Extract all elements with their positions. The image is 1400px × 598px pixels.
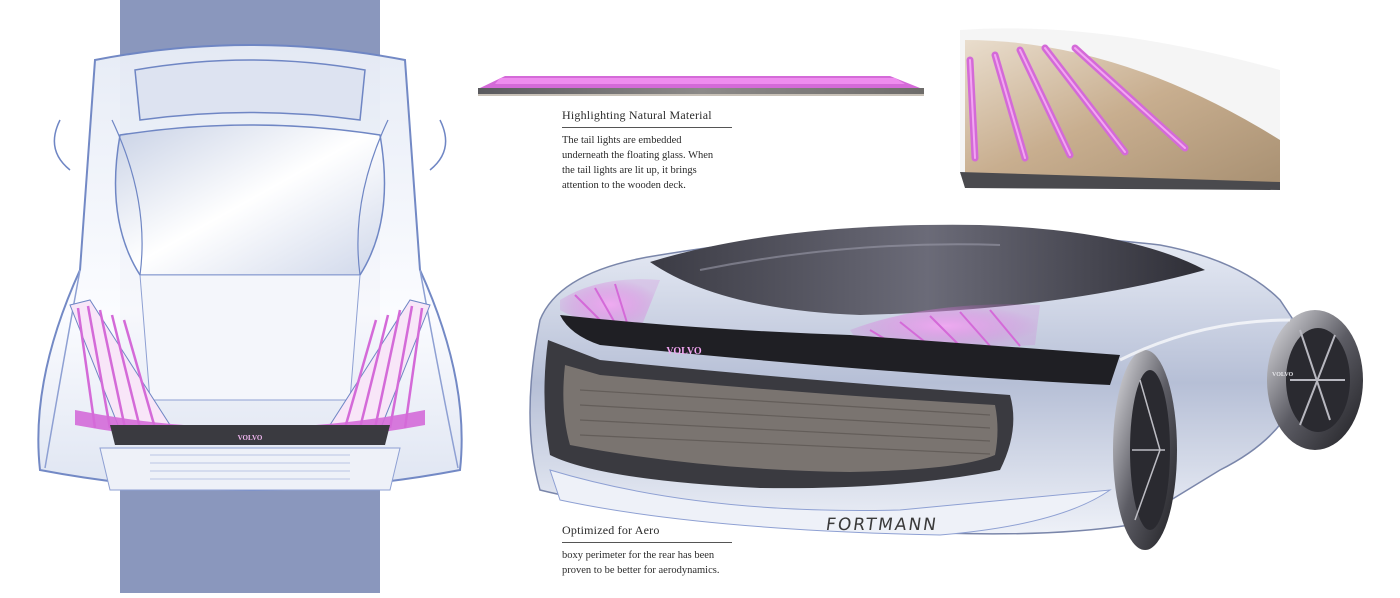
light-strip-detail bbox=[478, 76, 924, 96]
caption-line: boxy perimeter for the rear has been bbox=[562, 550, 715, 561]
wood-deck-detail bbox=[960, 28, 1280, 190]
artist-signature: FORTMANN bbox=[824, 515, 940, 535]
top-view-badge: VOLVO bbox=[238, 434, 263, 442]
rear-three-quarter-sketch: VOLVO bbox=[529, 224, 1363, 550]
caption-natural-material-title: Highlighting Natural Material bbox=[562, 108, 732, 128]
caption-aero: Optimized for Aero boxy perimeter for th… bbox=[562, 523, 732, 578]
caption-line: the tail lights are lit up, it brings bbox=[562, 165, 697, 176]
caption-line: proven to be better for aerodynamics. bbox=[562, 565, 720, 576]
caption-natural-material-body: The tail lights are embedded underneath … bbox=[562, 133, 732, 193]
top-view-sketch: VOLVO bbox=[37, 44, 463, 491]
caption-natural-material: Highlighting Natural Material The tail l… bbox=[562, 108, 732, 193]
caption-aero-title: Optimized for Aero bbox=[562, 523, 732, 543]
caption-line: The tail lights are embedded bbox=[562, 135, 682, 146]
caption-line: attention to the wooden deck. bbox=[562, 180, 686, 191]
caption-aero-body: boxy perimeter for the rear has been pro… bbox=[562, 548, 732, 578]
rear-view-badge: VOLVO bbox=[666, 346, 702, 357]
wheel-hub-badge: VOLVO bbox=[1272, 372, 1294, 378]
caption-line: underneath the floating glass. When bbox=[562, 150, 714, 161]
